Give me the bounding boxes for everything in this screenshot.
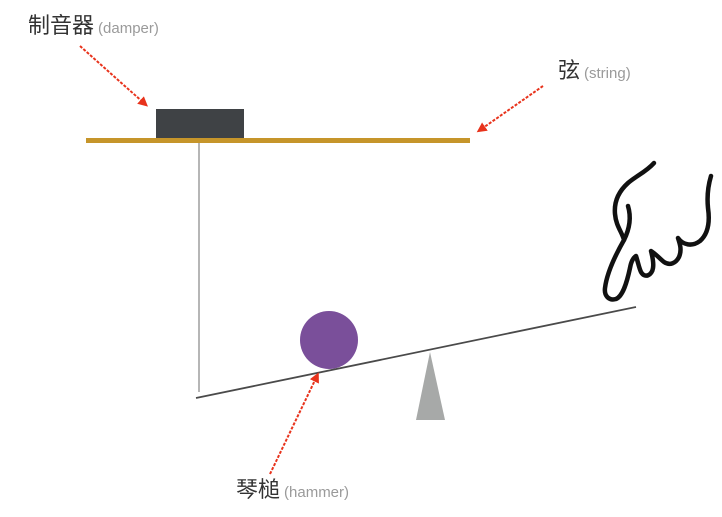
hammer-label: 琴槌(hammer) [236,480,349,502]
damper-arrow [79,45,148,107]
string-arrow [476,85,544,133]
red-arrow-icon [79,45,544,475]
string-label: 弦(string) [558,61,631,83]
damper-label-zh: 制音器 [28,14,95,39]
hammer-arrow [269,372,319,475]
hammer-label-zh: 琴槌 [236,478,281,503]
key-lever [195,306,637,399]
damper-block [156,109,244,138]
pivot-fulcrum [416,352,445,420]
string [86,138,470,143]
string-label-zh: 弦 [558,59,581,84]
damper-label: 制音器(damper) [28,16,159,38]
hammer-label-en: (hammer) [284,484,350,501]
hammer-ball [300,311,358,369]
damper-label-en: (damper) [98,20,159,37]
string-label-en: (string) [584,65,631,82]
pointing-hand-icon [602,160,714,302]
